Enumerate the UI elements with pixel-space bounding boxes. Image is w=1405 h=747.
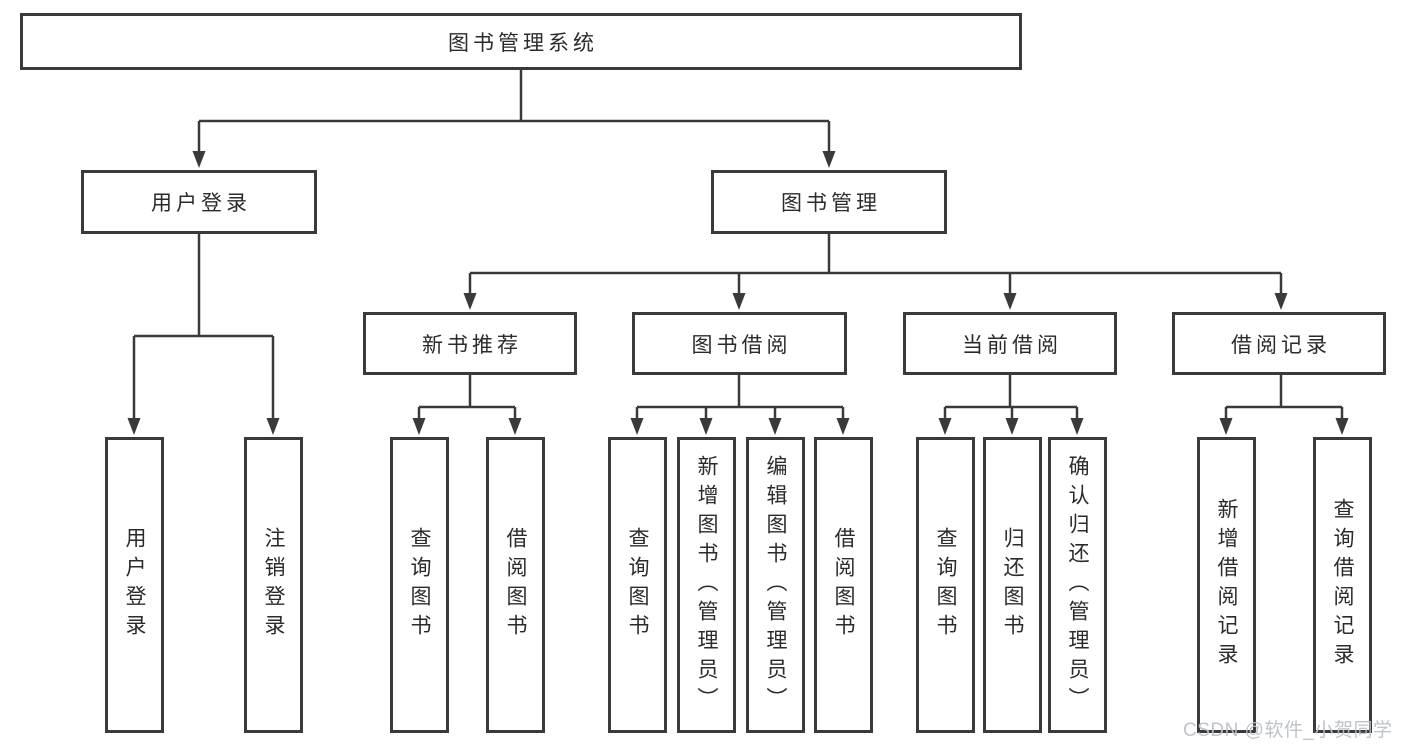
node-user-login: 用户登录 (81, 170, 317, 234)
arrowheads (127, 151, 1349, 435)
node-label: 图书借阅 (691, 333, 792, 357)
node-label: 借阅图书 (504, 527, 527, 643)
leaf-add-borrow-record: 新增借阅记录 (1197, 437, 1256, 733)
node-library-management-system: 图书管理系统 (20, 13, 1022, 70)
node-new-book-recommend: 新书推荐 (363, 312, 577, 375)
node-book-borrow: 图书借阅 (632, 312, 847, 375)
node-label: 查询图书 (408, 527, 431, 643)
leaf-return-book: 归还图书 (983, 437, 1042, 733)
node-label: 注销登录 (262, 527, 285, 643)
leaf-borrow-books-recommend: 借阅图书 (486, 437, 545, 733)
node-label: 查询图书 (626, 527, 649, 643)
node-label: 图书管理 (781, 192, 881, 215)
node-label: 用户登录 (123, 527, 146, 643)
node-label: 新增图书（管理员） (695, 454, 718, 716)
csdn-watermark: CSDN @软件_小贺同学 (1183, 720, 1393, 741)
node-label: 图书管理系统 (448, 31, 598, 55)
leaf-logout: 注销登录 (244, 437, 303, 733)
node-label: 查询借阅记录 (1331, 498, 1354, 672)
leaf-edit-book-admin: 编辑图书（管理员） (746, 437, 805, 733)
node-label: 查询图书 (934, 527, 957, 643)
leaf-query-books-recommend: 查询图书 (390, 437, 449, 733)
node-label: 借阅记录 (1231, 333, 1331, 357)
leaf-query-books-borrow: 查询图书 (608, 437, 667, 733)
leaf-user-login: 用户登录 (105, 437, 164, 733)
node-label: 确认归还（管理员） (1066, 454, 1089, 716)
node-borrow-records: 借阅记录 (1172, 312, 1386, 375)
node-label: 新增借阅记录 (1215, 498, 1238, 672)
leaf-borrow-books-borrow: 借阅图书 (814, 437, 873, 733)
node-label: 借阅图书 (832, 527, 855, 643)
node-current-borrow: 当前借阅 (903, 312, 1117, 375)
leaf-confirm-return-admin: 确认归还（管理员） (1048, 437, 1107, 733)
node-book-management: 图书管理 (711, 170, 947, 234)
node-label: 新书推荐 (422, 333, 522, 357)
leaf-add-book-admin: 新增图书（管理员） (677, 437, 736, 733)
leaf-query-books-current: 查询图书 (916, 437, 975, 733)
node-label: 用户登录 (151, 192, 251, 215)
node-label: 当前借阅 (962, 333, 1062, 357)
leaf-query-borrow-record: 查询借阅记录 (1313, 437, 1372, 733)
node-label: 编辑图书（管理员） (764, 454, 787, 716)
node-label: 归还图书 (1001, 527, 1024, 643)
